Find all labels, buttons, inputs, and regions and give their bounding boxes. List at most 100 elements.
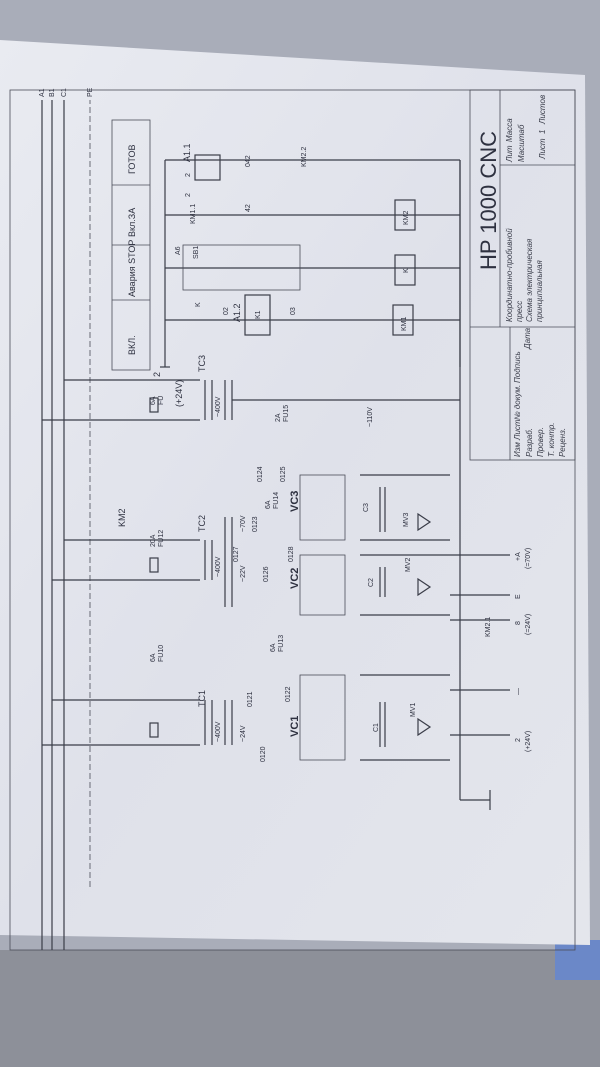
button-label: Вкл.ЗА — [127, 208, 137, 237]
voltage-label: ~110V — [367, 407, 374, 427]
fuse-rating: 6A — [150, 653, 157, 662]
header: Масса — [505, 118, 514, 142]
subtitle: Схема электрическая — [525, 238, 534, 322]
voltage-label: ~400V — [215, 556, 222, 577]
header: Подпись — [513, 351, 522, 383]
fuse-name: FU13 — [278, 635, 285, 652]
voltage-label: ~22V — [240, 565, 247, 582]
output-number: 8 — [515, 621, 522, 625]
role: Реценз. — [558, 428, 567, 457]
subtitle: пресс — [515, 301, 524, 322]
button-label: ГОТОВ — [127, 145, 137, 174]
label: KM2.2 — [301, 147, 308, 167]
label: K1 — [255, 310, 262, 319]
role: Т. контр. — [547, 423, 556, 458]
label: C2 — [368, 578, 375, 587]
output-number: — — [515, 688, 522, 695]
output-number: E — [515, 594, 522, 599]
header: Лист — [513, 419, 522, 441]
label: VC1 — [289, 716, 301, 737]
header: Изм — [513, 442, 522, 457]
coil-label: K — [403, 268, 410, 273]
fuse-name: FU14 — [273, 492, 280, 509]
voltage-label: ~70V — [240, 515, 247, 532]
node-label: 0124 — [257, 466, 264, 482]
label: MV3 — [403, 513, 410, 528]
subtitle: принципиальная — [535, 259, 544, 322]
node-label: 0128 — [288, 546, 295, 562]
title-block: HP 1000 CNC Координатно-пробивной пресс … — [469, 89, 576, 461]
label: 42 — [245, 204, 252, 212]
label: VC2 — [289, 568, 301, 589]
node-label: 0125 — [280, 466, 287, 482]
node-label: 0127 — [233, 546, 240, 562]
rectifier-vc1 — [299, 674, 346, 761]
label: K — [195, 302, 202, 307]
fuse-rating: 6A — [270, 643, 277, 652]
voltage-label: ~24V — [240, 725, 247, 742]
output-desc: (=70V) — [525, 548, 532, 569]
panel-buttons: ВКЛ. Авария STOP Вкл.ЗА ГОТОВ — [111, 119, 151, 371]
label: C3 — [363, 503, 370, 512]
button-label: Авария STOP — [127, 240, 137, 297]
label: C1 — [373, 723, 380, 732]
rail-number: 2 — [152, 372, 162, 377]
fuse-rating: 20A — [150, 534, 157, 547]
fuse-rating: 6A — [265, 500, 272, 509]
indicator-a11 — [194, 154, 221, 181]
estop-a6 — [182, 244, 301, 291]
fuse-name: FU — [158, 396, 165, 405]
rail-voltage: (+24V) — [174, 380, 184, 407]
fuse-name: FU10 — [158, 645, 165, 662]
label: 02 — [223, 307, 230, 315]
role: Провер. — [536, 427, 545, 457]
phase-label: A1 — [39, 88, 46, 97]
coil-label: KM1 — [401, 317, 408, 332]
output-number: 2 — [515, 738, 522, 742]
coil-label: KM2 — [403, 211, 410, 226]
label: 03 — [290, 307, 297, 315]
header: Масштаб — [517, 124, 526, 162]
transformer-label: TC3 — [197, 355, 207, 372]
drawing-title: HP 1000 CNC — [476, 131, 501, 270]
rectifier-vc2 — [299, 554, 346, 616]
phase-label: C1 — [61, 88, 68, 97]
output-number: +A — [515, 552, 522, 561]
label: A6 — [175, 246, 182, 255]
node-label: 0120 — [260, 746, 267, 762]
fuse-name: FU15 — [283, 405, 290, 422]
subtitle: Координатно-пробивной — [505, 228, 514, 322]
label: VC3 — [289, 491, 301, 512]
header: № докум. — [513, 385, 522, 420]
blue-tape — [555, 940, 600, 980]
label: KM2.1 — [485, 617, 492, 637]
label: SB1 — [193, 246, 200, 259]
output-desc: (=24V) — [525, 614, 532, 635]
label: KM2 — [117, 508, 127, 527]
label: MV2 — [405, 558, 412, 573]
header: Лист — [538, 138, 547, 160]
transformer-label: TC2 — [197, 515, 207, 532]
voltage-label: ~400V — [215, 721, 222, 742]
output-desc: (+24V) — [525, 731, 532, 752]
table-surface — [0, 950, 600, 1067]
node-label: 0123 — [252, 516, 259, 532]
header: Лит — [505, 145, 514, 163]
label: KM1.1 — [190, 204, 197, 224]
label: 042 — [245, 155, 252, 167]
fuse-rating: 6A — [150, 396, 157, 405]
paper-sheet — [0, 40, 590, 945]
phase-label: PE — [87, 87, 94, 97]
label: MV1 — [410, 703, 417, 718]
label: 2 — [185, 193, 192, 197]
header: Дата — [523, 327, 532, 350]
fuse-name: FU12 — [158, 530, 165, 547]
node-label: 0121 — [247, 691, 254, 707]
module-a12 — [244, 294, 271, 336]
label: A1.1 — [182, 143, 192, 162]
phase-label: B1 — [49, 88, 56, 97]
node-label: 0122 — [285, 686, 292, 702]
header: Листов — [538, 95, 547, 125]
drawing: A1 B1 C1 PE ВКЛ. Авария STOP Вкл.ЗА ГОТО… — [9, 87, 576, 951]
